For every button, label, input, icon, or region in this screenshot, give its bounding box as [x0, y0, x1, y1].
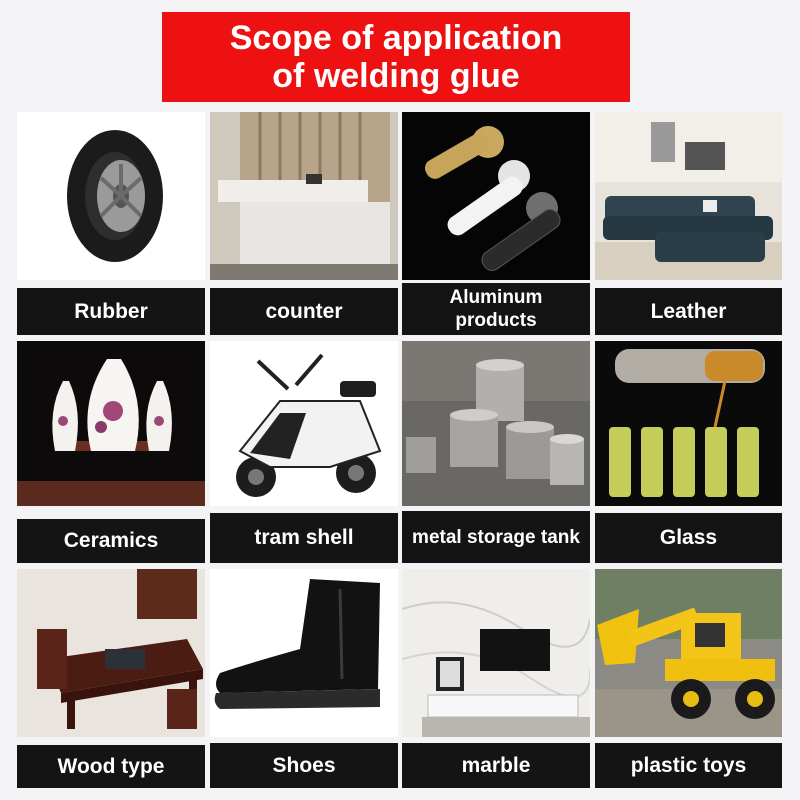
material-card-ceramics: Ceramics	[17, 341, 205, 563]
material-label: metal storage tank	[402, 511, 590, 563]
material-label: plastic toys	[595, 743, 782, 788]
wooden-table-icon	[17, 569, 205, 737]
material-card-shoes: Shoes	[210, 569, 398, 788]
material-label: Shoes	[210, 743, 398, 788]
material-card-aluminum: Aluminum products	[402, 112, 590, 335]
material-card-rubber: Rubber	[17, 112, 205, 335]
tv-cabinet-icon	[402, 569, 590, 737]
material-card-wood: Wood type	[17, 569, 205, 788]
metal-cylinder-icon	[402, 341, 590, 506]
title-line-1: Scope of application	[229, 19, 563, 57]
material-label: counter	[210, 288, 398, 335]
material-card-metal-tank: metal storage tank	[402, 341, 590, 563]
material-label: Ceramics	[17, 519, 205, 563]
tire-icon	[17, 112, 205, 280]
material-label: Glass	[595, 513, 782, 563]
material-card-marble: marble	[402, 569, 590, 788]
material-card-tram-shell: tram shell	[210, 341, 398, 563]
material-label: Wood type	[17, 745, 205, 788]
sofa-icon	[595, 112, 782, 280]
material-card-plastic-toys: plastic toys	[595, 569, 782, 788]
material-label: tram shell	[210, 513, 398, 563]
title-banner: Scope of application of welding glue	[162, 12, 630, 102]
material-label: Rubber	[17, 288, 205, 335]
scooter-icon	[210, 341, 398, 506]
material-card-counter: counter	[210, 112, 398, 335]
reception-counter-icon	[210, 112, 398, 280]
vase-icon	[17, 341, 205, 506]
toy-excavator-icon	[595, 569, 782, 737]
material-label: marble	[402, 743, 590, 788]
door-handle-icon	[402, 112, 590, 280]
material-label: Leather	[595, 288, 782, 335]
material-label: Aluminum products	[402, 283, 590, 335]
glass-bottle-icon	[595, 341, 782, 506]
material-card-glass: Glass	[595, 341, 782, 563]
material-card-leather: Leather	[595, 112, 782, 335]
title-line-2: of welding glue	[272, 57, 520, 95]
boot-icon	[210, 569, 398, 737]
